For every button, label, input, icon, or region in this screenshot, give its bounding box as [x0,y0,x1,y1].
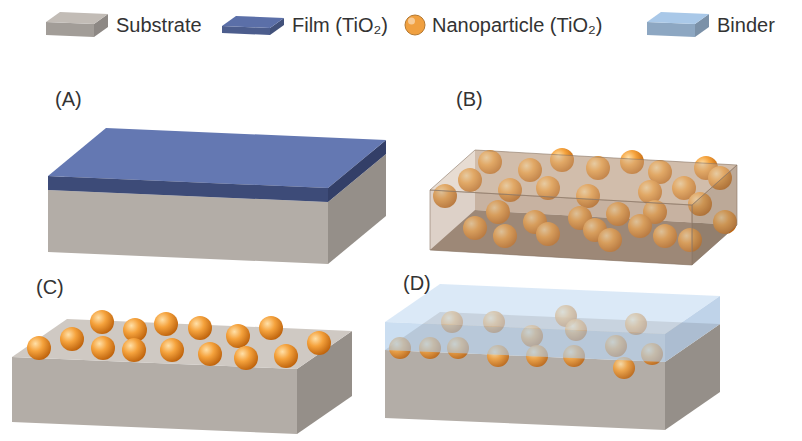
nanoparticle [198,342,222,366]
legend-swatch [645,10,711,40]
panel-a [48,128,386,264]
nanoparticle [160,338,184,362]
legend-entry: Substrate [44,10,202,40]
nanoparticle [122,338,146,362]
nanoparticle [307,331,331,355]
nanoparticle [234,346,258,370]
block-face [48,128,386,188]
block-face [12,357,297,434]
legend-entry: Binder [645,10,775,40]
matrix-body [430,150,737,265]
legend-text: Film (TiO₂) [292,14,388,36]
substrate [12,319,352,434]
block-face [385,284,720,334]
block-face [385,350,665,430]
panel-label: (A) [55,88,82,110]
nanoparticle [226,324,250,348]
nanoparticle [60,327,84,351]
legend-swatch [404,10,426,40]
legend-text: Binder [717,14,775,36]
legend-swatch [44,10,110,40]
legend-text: Nanoparticle (TiO₂) [432,14,602,36]
block-face [48,190,328,264]
legend-text: Substrate [116,14,202,36]
panel-label: (C) [36,276,64,298]
nanoparticle [91,336,115,360]
film [48,128,386,202]
panel-d [385,284,720,430]
legend-swatch [220,10,286,40]
binder-layer [385,284,720,362]
nanoparticle [188,316,212,340]
nanoparticle [259,316,283,340]
legend-entry: Nanoparticle (TiO₂) [404,10,602,40]
legend-entry: Film (TiO₂) [220,10,388,40]
nanoparticle [27,336,51,360]
block-face [430,150,737,205]
nanoparticle [274,344,298,368]
nanoparticle [154,312,178,336]
panel-c [12,310,352,434]
panel-b [430,148,737,265]
panel-label: (B) [456,88,483,110]
block-face [12,319,352,369]
panel-label: (D) [403,272,431,294]
nanoparticle [90,310,114,334]
